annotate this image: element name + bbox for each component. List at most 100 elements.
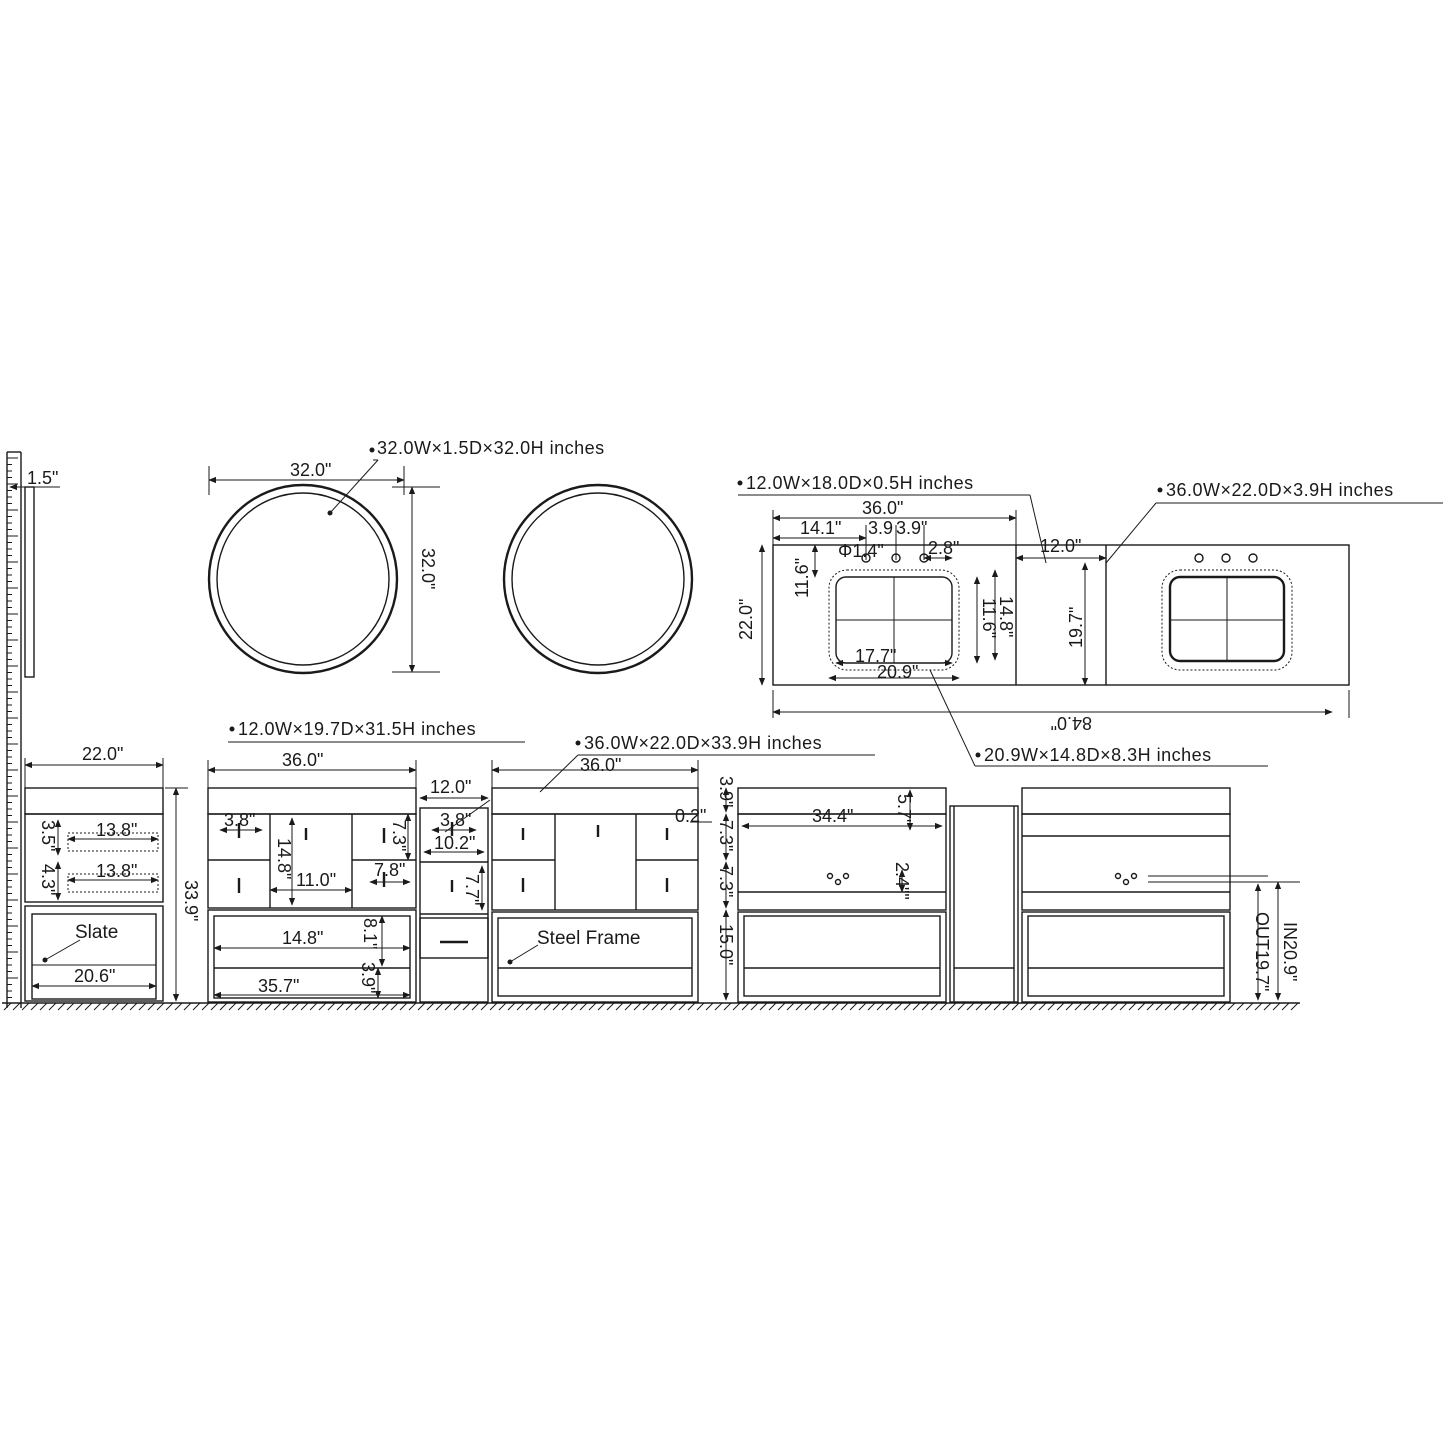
floor-hatch — [399, 1002, 408, 1011]
floor-hatch — [3, 1002, 12, 1011]
dim-front-11-0: 11.0" — [296, 870, 336, 890]
dim-top-22: 22.0" — [736, 599, 756, 640]
floor-hatch — [948, 1002, 957, 1011]
floor-hatch — [660, 1002, 669, 1011]
vanity-side-view: 22.0" 3.5" 13.8" 4.3" 13.8" Slate 20.6" … — [24, 744, 201, 1002]
floor-hatch — [1083, 1002, 1092, 1011]
floor-hatch — [1227, 1002, 1236, 1011]
floor-hatch — [876, 1002, 885, 1011]
dim-top-3-9a: 3.9 — [868, 518, 893, 538]
floor-hatch — [921, 1002, 930, 1011]
floor-hatch — [777, 1002, 786, 1011]
floor-hatch — [534, 1002, 543, 1011]
floor-hatch — [57, 1002, 66, 1011]
dim-top-84: 84.0" — [1051, 713, 1092, 733]
floor-hatch — [930, 1002, 939, 1011]
dim-cab-3-8: 3.8" — [440, 810, 471, 830]
floor-hatch — [840, 1002, 849, 1011]
dim-cab-7-7: 7.7" — [462, 874, 482, 905]
side-cabinet-front: 12.0" 3.8" 10.2" 7.7" — [419, 777, 489, 1003]
floor-hatch — [354, 1002, 363, 1011]
dim-cab-12: 12.0" — [430, 777, 471, 797]
dim-top-2-8: 2.8" — [928, 538, 959, 558]
dim-top-17-7: 17.7" — [855, 646, 896, 666]
floor-hatch — [192, 1002, 201, 1011]
floor-hatch — [228, 1002, 237, 1011]
floor-hatch — [66, 1002, 75, 1011]
floor-hatch — [732, 1002, 741, 1011]
floor-hatch — [219, 1002, 228, 1011]
scale-ruler — [6, 451, 22, 1008]
floor-hatch — [435, 1002, 444, 1011]
dim-front-3-8a: 3.8" — [224, 810, 255, 830]
floor-hatch — [813, 1002, 822, 1011]
floor-hatch — [687, 1002, 696, 1011]
side-cabinet-back — [949, 805, 1019, 1003]
floor-hatch — [1164, 1002, 1173, 1011]
floor-hatch — [1038, 1002, 1047, 1011]
dim-front-14-8b: 14.8" — [282, 928, 323, 948]
label-slate: Slate — [75, 922, 118, 943]
dim-top-11-6b: 11.6" — [979, 598, 999, 638]
dim-front-8-1: 8.1" — [360, 918, 380, 949]
mirror-left — [207, 483, 399, 675]
mirror-right — [502, 483, 694, 675]
dim-side-3-5: 3.5" — [38, 820, 58, 851]
floor-hatch — [453, 1002, 462, 1011]
dim-top-19-7: 19.7" — [1066, 607, 1086, 648]
dim-side-13-8a: 13.8" — [96, 820, 137, 840]
floor-hatch — [408, 1002, 417, 1011]
floor-hatch — [1191, 1002, 1200, 1011]
floor-hatch — [795, 1002, 804, 1011]
floor-hatch — [102, 1002, 111, 1011]
floor-hatch — [246, 1002, 255, 1011]
dim-v-2-4: 2.4"" — [892, 862, 912, 900]
dim-v-0-2: 0.2" — [675, 806, 706, 826]
floor-hatch — [1146, 1002, 1155, 1011]
dim-side-4-3: 4.3" — [38, 864, 58, 895]
floor-hatch — [300, 1002, 309, 1011]
floor-hatch — [264, 1002, 273, 1011]
mirror-dimensions: 32.0" 32.0" 32.0W×1.5D×32.0H inches — [208, 438, 604, 673]
floor-hatch — [849, 1002, 858, 1011]
vanity-front-view-1: 36.0" 3.8" 14.8" 11.0" 7.3" 7.8" 14.8" 8… — [207, 719, 525, 1003]
dim-top-3-9b: 3.9" — [896, 518, 927, 538]
dim-mirror-depth: 1.5" — [27, 468, 58, 488]
dim-side-20-6: 20.6" — [74, 966, 115, 986]
dim-out-19-7: OUT19.7" — [1252, 912, 1272, 991]
dim-front-7-8: 7.8" — [374, 860, 405, 880]
floor-hatch — [651, 1002, 660, 1011]
floor-hatch — [1218, 1002, 1227, 1011]
floor-hatch — [1029, 1002, 1038, 1011]
dim-front-7-3: 7.3" — [389, 820, 409, 851]
floor-hatch — [543, 1002, 552, 1011]
floor-hatch — [1047, 1002, 1056, 1011]
spec-main-vanity: 36.0W×22.0D×33.9H inches — [584, 733, 822, 753]
dim-side-22: 22.0" — [82, 744, 123, 764]
floor-hatch — [237, 1002, 246, 1011]
floor-hatch — [579, 1002, 588, 1011]
floor-hatch — [273, 1002, 282, 1011]
floor-hatch — [174, 1002, 183, 1011]
floor-hatch — [165, 1002, 174, 1011]
dim-top-11-6a: 11.6" — [792, 558, 812, 598]
dim-side-33-9: 33.9" — [181, 880, 201, 921]
floor-hatch — [210, 1002, 219, 1011]
floor-hatch — [714, 1002, 723, 1011]
floor-hatch — [1020, 1002, 1029, 1011]
floor-hatch — [372, 1002, 381, 1011]
floor-hatch — [1173, 1002, 1182, 1011]
floor-hatch — [957, 1002, 966, 1011]
dim-v-7-3b: 7.3" — [716, 866, 736, 897]
floor-hatch — [111, 1002, 120, 1011]
label-steel-frame: Steel Frame — [537, 928, 640, 949]
floor-hatch — [678, 1002, 687, 1011]
dim-faucet-hole: Φ1.4" — [838, 541, 884, 561]
floor-hatch — [21, 1002, 30, 1011]
floor-hatch — [1128, 1002, 1137, 1011]
floor-hatch — [183, 1002, 192, 1011]
floor-hatch — [1065, 1002, 1074, 1011]
floor-hatch — [84, 1002, 93, 1011]
floor-hatch — [1290, 1002, 1299, 1011]
floor-hatch — [1200, 1002, 1209, 1011]
